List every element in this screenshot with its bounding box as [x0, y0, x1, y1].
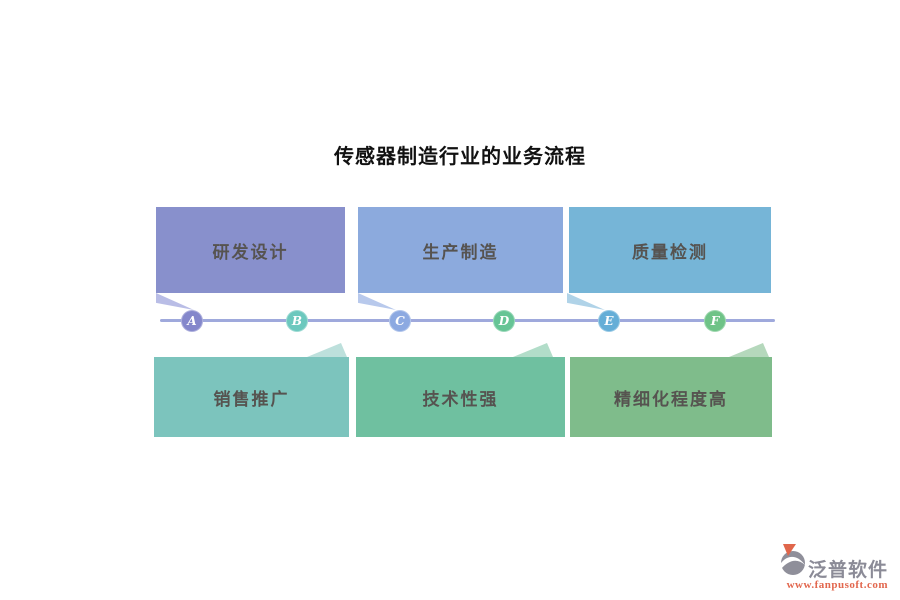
timeline-node-c-label: C [395, 314, 405, 328]
watermark-url: www.fanpusoft.com [786, 579, 888, 592]
timeline-node-a: A [181, 310, 203, 332]
callout-top-3-pointer [567, 293, 605, 310]
callout-bottom-1-pointer [307, 343, 347, 357]
timeline-node-b-label: B [291, 314, 303, 328]
callout-bottom-3-label: 精细化程度高 [614, 389, 728, 409]
callout-top-2: 生产制造 [358, 207, 563, 293]
callout-top-3: 质量检测 [569, 207, 771, 293]
fanpu-logo-icon [780, 543, 806, 581]
timeline-node-d-label: D [498, 314, 510, 328]
callout-bottom-3-pointer [729, 343, 769, 357]
timeline-line [160, 319, 775, 322]
callout-top-2-pointer [358, 293, 396, 310]
watermark: 泛普软件 www.fanpusoft.com [780, 543, 888, 592]
watermark-brand: 泛普软件 [807, 559, 888, 581]
timeline-node-e: E [598, 310, 620, 332]
timeline-node-d: D [493, 310, 515, 332]
callout-bottom-2: 技术性强 [356, 357, 565, 437]
callout-top-2-label: 生产制造 [422, 242, 499, 262]
page-title: 传感器制造行业的业务流程 [334, 146, 586, 168]
callout-top-3-label: 质量检测 [632, 242, 708, 262]
timeline-node-f-label: F [710, 314, 720, 328]
timeline-node-c: C [389, 310, 411, 332]
callout-bottom-3: 精细化程度高 [570, 357, 772, 437]
callout-bottom-2-pointer [513, 343, 553, 357]
timeline-node-b: B [286, 310, 308, 332]
callout-bottom-1-label: 销售推广 [213, 389, 290, 409]
callout-top-1: 研发设计 [156, 207, 345, 293]
callout-top-1-pointer [156, 293, 194, 310]
callout-bottom-2-label: 技术性强 [422, 389, 499, 409]
callout-top-1-label: 研发设计 [212, 242, 289, 262]
timeline-node-f: F [704, 310, 726, 332]
timeline-node-e-label: E [604, 314, 614, 328]
timeline-node-a-label: A [187, 314, 197, 328]
callout-bottom-1: 销售推广 [154, 357, 349, 437]
